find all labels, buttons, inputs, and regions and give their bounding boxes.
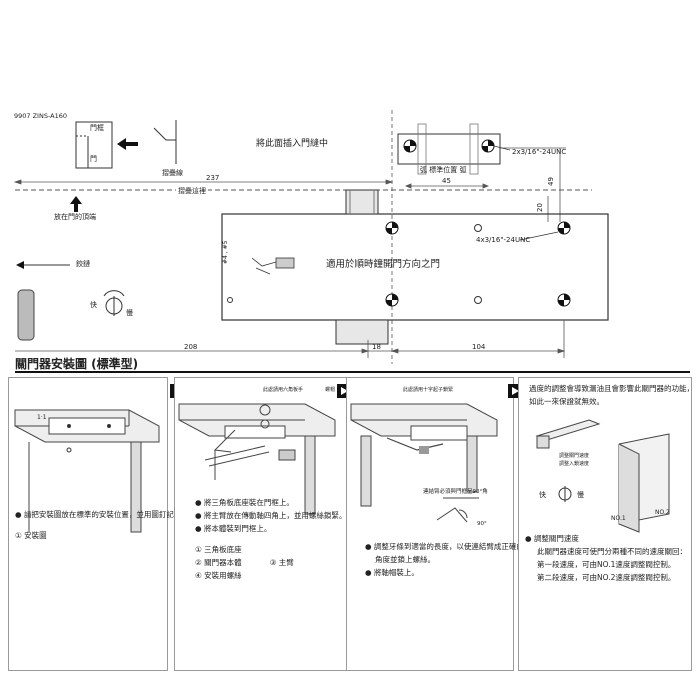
hinge-label: 鉸鏈 — [76, 260, 90, 268]
step4-detail-1: 此關門器速度可使門分兩種不同的速度關回： — [537, 547, 687, 556]
step4-fast: 快 — [539, 491, 546, 499]
door-frame-label: 門框 — [90, 124, 104, 132]
dimension-45 — [404, 183, 490, 189]
main-template-label: 適用於順時鐘開門方向之門 — [326, 259, 441, 270]
screw-top-label: 2x3/16"-24UNC — [512, 148, 567, 156]
insert-note: 將此面插入門縫中 — [256, 139, 329, 149]
side-code-label: #4 , #5 — [222, 240, 229, 264]
dim-18: 18 — [372, 343, 381, 351]
dimension-237 — [13, 179, 394, 185]
step3-arm-note: 連結臂必須與門框呈90°角 — [423, 489, 488, 495]
step3-illustration — [350, 403, 498, 523]
step1-bullet: ● 請把安裝圖放在標準的安裝位置，並用圖釘記號。 — [15, 510, 189, 519]
step3-bullet-1-cont: 角度並鎖上螺絲。 — [375, 555, 435, 564]
step2-top-note2: 螺帽 — [325, 387, 336, 393]
step4-bullet: ● 調整關門速度 — [525, 534, 579, 543]
hinge-arrow — [16, 261, 70, 269]
step4-detail-3: 第二段速度，可由NO.2速度調整閥控制。 — [537, 573, 676, 582]
dim-45: 45 — [442, 177, 451, 185]
step2-illustration — [178, 403, 336, 515]
dim-237: 237 — [206, 174, 220, 182]
screw-main-label: 4x3/16"-24UNC — [476, 236, 531, 244]
step2-bullet-3: ● 將本體裝到門框上。 — [195, 524, 272, 533]
dim-208: 208 — [184, 343, 198, 351]
dim-20: 20 — [536, 203, 544, 212]
dimension-49 — [500, 147, 566, 222]
left-arrow-icon — [117, 138, 138, 150]
step4-intro-2: 如此一來保證就無效。 — [529, 397, 604, 406]
step2-part-1: ① 三角板底座 — [195, 545, 242, 554]
bracket-plate — [397, 123, 501, 175]
step1-part: ① 安裝圖 — [15, 531, 47, 540]
bracket-position-label: 弧 標準位置 弧 — [420, 166, 467, 174]
step-panel-4: 過度的調整會導致漏油且會影響此關門器的功能， 如此一來保證就無效。 調整關門速度… — [518, 377, 694, 671]
step3-top-note: 此處請用十字起子鎖緊 — [403, 387, 454, 393]
step1-illustration — [14, 409, 160, 533]
step3-bullet-2: ● 將軸帽裝上。 — [365, 568, 419, 577]
closer-body-outline — [221, 189, 609, 345]
step2-part-4: ④ 安裝用螺絲 — [195, 571, 242, 580]
dim-49: 49 — [547, 177, 555, 186]
fold-line-label: 摺疊線 — [162, 169, 183, 177]
door-top-label: 放在門的頂端 — [54, 213, 96, 221]
step4-intro-1: 過度的調整會導致漏油且會影響此關門器的功能， — [529, 384, 694, 393]
step2-part-2: ② 關門器本體 — [195, 558, 242, 567]
step4-no2: NO.2 — [655, 509, 670, 516]
step4-detail-2: 第一段速度，可由NO.1速度調整閥控制。 — [537, 560, 676, 569]
step2-bullet-1: ● 將三角板底座裝在門框上。 — [195, 498, 294, 507]
fold-line-icon — [153, 120, 177, 164]
fold-here-label: 摺疊這裡 — [176, 187, 208, 195]
step2-bullet-2: ● 將主臂放在傳動軸四角上，並用螺絲鎖緊。 — [195, 511, 347, 520]
dim-104: 104 — [472, 343, 486, 351]
doc-code: 9907 ZINS-A160 — [14, 112, 68, 120]
step-panel-1: 1·1 ● 請把安裝圖放在標準的安裝位置，並用圖釘記號。 ① 安裝圖 — [8, 377, 189, 671]
arm-sketch — [251, 257, 295, 275]
fast-label: 快 — [90, 301, 97, 309]
step-panel-2: 此處請用六角板手 螺帽 ● 將三角板底座裝在門框上。 ● 將主臂放在傳動軸四角上… — [174, 377, 352, 671]
mount-holes — [227, 139, 571, 307]
step4-no1: NO.1 — [611, 515, 626, 522]
door-label: 門 — [90, 155, 97, 163]
step2-top-note: 此處請用六角板手 — [263, 387, 304, 393]
door-frame-detail — [75, 121, 113, 169]
step1-mark: 1·1 — [37, 414, 47, 421]
step-panel-3: 此處請用十字起子鎖緊 連結臂必須與門框呈90°角 90° ● 調整牙條到適當的長… — [346, 377, 524, 671]
step4-valve-label-1: 調整關門速度 — [559, 453, 590, 459]
step3-angle: 90° — [477, 521, 487, 527]
up-arrow-icon — [70, 196, 82, 212]
step4-slow: 慢 — [577, 491, 584, 499]
door-edge — [17, 289, 35, 341]
step4-valve-label-2: 調整入鎖速度 — [559, 461, 590, 467]
bottom-dimensions — [15, 320, 566, 358]
step3-bullet-1: ● 調整牙條到適當的長度，以使連結臂成正確的 — [365, 542, 524, 551]
step2-part-3: ③ 主臂 — [269, 558, 294, 567]
slow-label: 慢 — [126, 309, 133, 317]
step4-illustration — [535, 419, 670, 533]
section-title: 關門器安裝圖 (標準型) — [15, 357, 139, 371]
speed-valve-icon — [103, 290, 125, 316]
